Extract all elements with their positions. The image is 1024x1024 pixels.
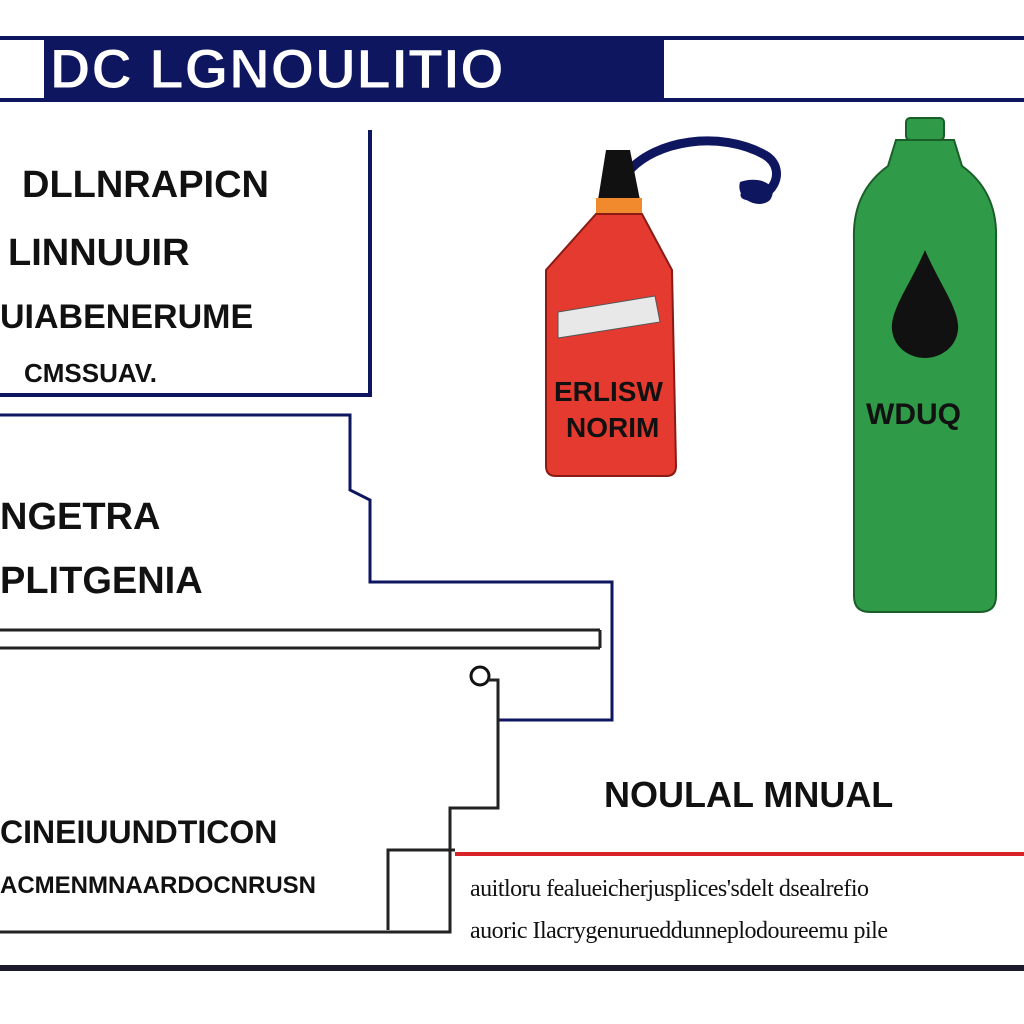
red-bottle-body (545, 213, 678, 477)
left-panel-line-3: UIABENERUME (0, 298, 254, 336)
green-bottle-cap (905, 117, 945, 141)
hose-drop (739, 179, 773, 204)
left-panel-line-1: DLLNRAPICN (22, 164, 269, 206)
red-bottle-label-1: ERLISW (554, 376, 663, 407)
red-bottle-highlight (557, 295, 661, 339)
connector-knob (469, 665, 491, 687)
green-oil-bottle (852, 117, 998, 613)
left-panel-line-4: CMSSUAV. (24, 358, 157, 388)
page-title: DC LGNOULITIO (44, 40, 664, 98)
red-oil-bottle (545, 136, 781, 477)
green-bottle-label: WDUQ (866, 398, 961, 431)
middle-line-1: NGETRA (0, 496, 161, 538)
middle-line-2: PLITGENIA (0, 560, 203, 602)
left-panel-line-2: LINNUUIR (8, 232, 190, 274)
notice-title: NOULAL MNUAL (604, 774, 894, 815)
notice-line-1: auitloru fealueicherjusplices'sdelt dsea… (470, 876, 869, 902)
oil-drop-icon (891, 250, 959, 358)
green-bottle-body (852, 139, 998, 613)
header-band: DC LGNOULITIO (0, 36, 1024, 102)
red-bottle-label-2: NORIM (566, 412, 660, 443)
connector-outline (0, 413, 614, 722)
bottom-left-subtitle: ACMENMNAARDOCNRUSN (0, 872, 316, 899)
notice-line-2: auoric Ilacrygenurueddunneplodoureemu pi… (470, 918, 888, 944)
left-panel-border (0, 130, 372, 397)
bottom-left-title: CINEIUUNDTICON (0, 814, 278, 850)
bottle-spout (598, 150, 640, 200)
stepped-wire-inner (386, 848, 455, 930)
stepped-wire (0, 678, 500, 934)
